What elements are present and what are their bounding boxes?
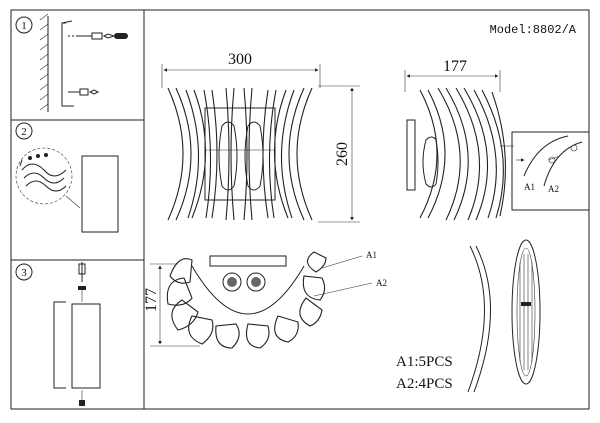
wire-connection-icon	[15, 147, 73, 205]
bottom-screw-icon	[79, 390, 85, 406]
side-depth-dimension: 177	[443, 58, 467, 75]
top-view: 177 A1 A2	[143, 250, 387, 349]
mounting-bracket-icon	[61, 22, 74, 107]
top-wall-plate	[209, 255, 287, 267]
model-label: Model:8802/A	[490, 23, 577, 37]
step-3-panel: 3	[15, 262, 101, 406]
step-1-number: 1	[21, 20, 27, 32]
callout-a2: A2	[376, 278, 387, 288]
fixing-screw-icon	[78, 262, 86, 302]
height-dimension: 260	[334, 142, 351, 166]
quantity-a2: A2:4PCS	[396, 376, 453, 392]
mounting-plate-icon	[81, 155, 119, 233]
wall-anchor-icon	[68, 35, 100, 96]
detail-box	[511, 131, 590, 211]
screw-icon	[78, 32, 128, 40]
step-3-badge	[15, 263, 33, 281]
side-blade-icon	[419, 87, 506, 221]
step-1-panel: 1	[15, 13, 128, 112]
detail-label-a2: A2	[548, 184, 559, 194]
front-view: 300 260	[161, 51, 360, 223]
quantity-a1: A1:5PCS	[396, 354, 453, 370]
callout-a1: A1	[366, 250, 377, 260]
cover-plate-icon	[71, 303, 101, 389]
step-2-panel: 2	[15, 122, 119, 233]
socket-icon	[222, 272, 266, 292]
part-a1-profile	[467, 245, 491, 393]
bracket-side-icon	[53, 301, 66, 389]
side-view: 177 A1 A2	[404, 58, 590, 221]
step-2-number: 2	[21, 126, 27, 138]
side-backplate	[406, 119, 416, 191]
petal-ring-icon	[166, 251, 327, 349]
top-depth-dimension: 177	[143, 288, 160, 312]
part-a2-blade	[511, 239, 541, 385]
width-dimension: 300	[228, 51, 252, 68]
clip-detail-icon	[516, 135, 583, 187]
top-body-arc	[191, 265, 305, 315]
crystal-blade-icon	[167, 87, 313, 221]
step-2-badge	[15, 122, 33, 140]
step-3-number: 3	[21, 267, 27, 279]
wall-icon	[39, 13, 49, 112]
bulb-icon	[218, 121, 264, 191]
detail-label-a1: A1	[524, 182, 535, 192]
step-1-badge	[15, 16, 33, 34]
